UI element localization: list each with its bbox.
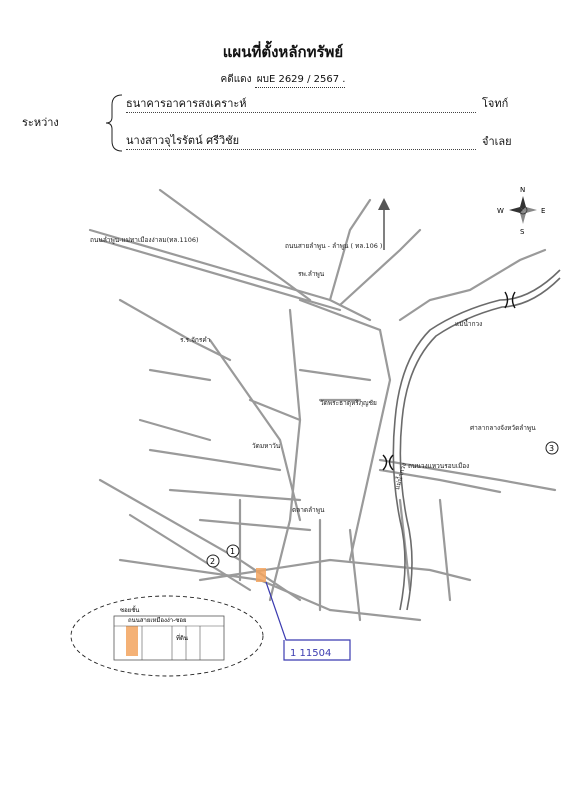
river <box>392 269 561 611</box>
case-number-line: คดีแดง ผบE 2629 / 2567 . <box>0 72 566 88</box>
map-label-ring: ถนนวงแหวนรอบเมือง <box>408 462 469 470</box>
compass-icon: N S E W <box>497 186 545 236</box>
document-title: แผนที่ตั้งหลักทรัพย์ <box>222 43 344 61</box>
map-label-mae-kuang: แม่น้ำกวง <box>455 319 482 328</box>
inset-label: ที่ดิน <box>176 634 188 642</box>
route-markers: 1 2 3 <box>206 441 559 568</box>
case-number: ผบE 2629 / 2567 . <box>254 72 346 88</box>
compass-e: E <box>541 207 545 215</box>
map-label-road-1: ถนนลำพูน-แม่ทาเมืองง่าลม(ทล.1106) <box>90 236 199 244</box>
plot-number: 1 11504 <box>290 648 331 659</box>
plot-number-annotation: 1 11504 <box>265 581 351 661</box>
between-label: ระหว่าง <box>22 116 59 129</box>
inset-map: ซอยชั้น ถนนสายเหมืองง่า-ซอย ที่ดิน <box>70 595 264 677</box>
plaintiff-role: โจทก์ <box>482 97 509 110</box>
brace-icon <box>105 94 123 152</box>
marker-1: 1 <box>230 547 235 556</box>
defendant-role: จำเลย <box>482 135 512 148</box>
map-label-road-2: ถนนสายลำพูน - ลำพูน ( ทล.106 ) <box>285 242 382 250</box>
map-label-school: ร.ร.จักรคำ <box>180 336 211 344</box>
map-label-hospital: รพ.ลำพูน <box>298 270 325 278</box>
map-label-city-hall: ศาลากลางจังหวัดลำพูน <box>470 424 536 432</box>
map-label-wat-2: วัดมหาวัน <box>252 442 281 450</box>
north-arrow-icon <box>378 198 390 250</box>
inset-road: ถนนสายเหมืองง่า-ซอย <box>128 616 187 624</box>
case-label: คดีแดง <box>220 74 252 85</box>
plaintiff-name: ธนาคารอาคารสงเคราะห์ <box>126 94 476 113</box>
bridge-icon <box>382 291 516 471</box>
compass-n: N <box>520 186 525 194</box>
marker-3: 3 <box>549 444 554 453</box>
compass-s: S <box>520 228 525 236</box>
map-label-market: ตลาดลำพูน <box>292 506 325 514</box>
defendant-name: นางสาวจุไรรัตน์ ศรีวิชัย <box>126 131 476 150</box>
compass-w: W <box>497 207 504 215</box>
property-location-marker <box>256 568 266 582</box>
map-label-wat-1: วัดพระธาตุหริภุญชัย <box>320 399 377 407</box>
marker-2: 2 <box>210 557 215 566</box>
location-map: N S E W ถนนลำพูน-แม่ทาเมืองง่าลม(ทล.1106… <box>70 186 561 677</box>
inset-title: ซอยชั้น <box>120 604 139 614</box>
